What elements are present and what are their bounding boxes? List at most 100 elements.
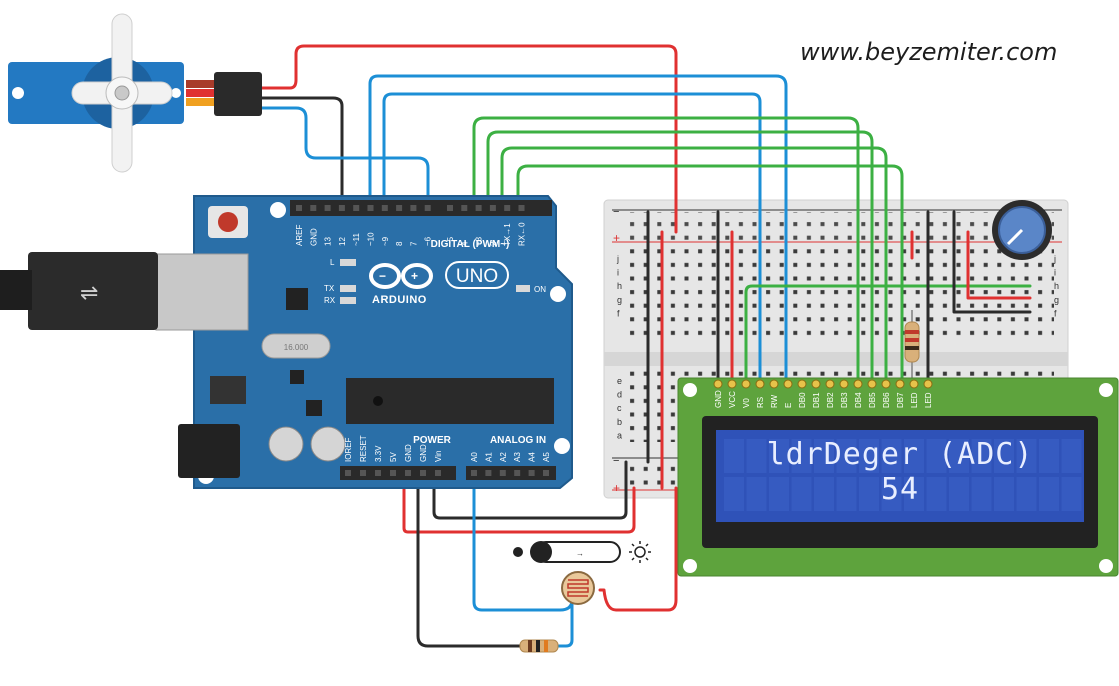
lcd-char-cell bbox=[949, 439, 969, 473]
rail-minus-label-bottom: − bbox=[613, 455, 619, 467]
lcd-pin bbox=[839, 379, 849, 389]
breadboard-row-letter: c bbox=[617, 403, 622, 413]
arduino-infinity-logo: − + bbox=[369, 263, 433, 289]
digital-pin-label: AREF bbox=[295, 225, 304, 246]
lcd-char-cell bbox=[904, 477, 924, 511]
led-tx-label: TX bbox=[324, 284, 335, 293]
wire-resistor-gnd bbox=[416, 472, 522, 648]
analog-pin-label: A4 bbox=[528, 452, 537, 462]
power-pin-socket[interactable] bbox=[435, 470, 441, 476]
power-pin-socket[interactable] bbox=[375, 470, 381, 476]
wire-lcd-rs bbox=[368, 74, 788, 386]
servo-horn bbox=[71, 13, 173, 173]
power-pin-socket[interactable] bbox=[345, 470, 351, 476]
power-pin-label: Vin bbox=[434, 451, 443, 462]
light-sensor-slider[interactable]: → bbox=[513, 541, 651, 563]
dc-power-jack bbox=[178, 424, 240, 478]
digital-pin-label: 13 bbox=[324, 237, 333, 246]
lcd-char-cell bbox=[814, 439, 834, 473]
usb-chip bbox=[286, 288, 308, 310]
wire-arduino-gnd bbox=[432, 460, 628, 520]
breadboard-row-letter: d bbox=[617, 390, 622, 400]
lcd-mount-hole-tl bbox=[683, 383, 697, 397]
analog-pin-socket[interactable] bbox=[528, 470, 535, 476]
svg-text:−: − bbox=[379, 269, 386, 283]
lcd-char-cell bbox=[926, 439, 947, 473]
servo-cable-brown bbox=[186, 80, 216, 88]
reset-button-cap[interactable] bbox=[218, 212, 238, 232]
analog-pin-socket[interactable] bbox=[485, 470, 492, 476]
analog-pin-socket[interactable] bbox=[499, 470, 506, 476]
potentiometer[interactable] bbox=[992, 200, 1052, 260]
analog-pin-socket[interactable] bbox=[514, 470, 521, 476]
lcd-pin-label: RW bbox=[770, 394, 779, 408]
digital-pin-label: ~11 bbox=[352, 232, 361, 246]
led-on bbox=[516, 285, 530, 292]
digital-pin-socket[interactable] bbox=[447, 205, 453, 211]
wire-lcd-db7 bbox=[516, 164, 904, 386]
led-l bbox=[340, 259, 356, 266]
digital-pin-socket[interactable] bbox=[424, 205, 431, 211]
digital-pin-socket[interactable] bbox=[338, 205, 345, 211]
digital-pin-socket[interactable] bbox=[475, 205, 482, 211]
wire-ldr-vcc bbox=[598, 486, 678, 612]
power-pin-socket[interactable] bbox=[360, 470, 366, 476]
digital-pin-socket[interactable] bbox=[410, 205, 417, 211]
dark-icon bbox=[513, 547, 523, 557]
servo-cable-orange bbox=[186, 98, 216, 106]
usb-cable bbox=[0, 270, 32, 310]
digital-pin-socket[interactable] bbox=[381, 205, 388, 211]
breadboard-row-letter: b bbox=[617, 417, 622, 427]
power-pin-label: GND bbox=[404, 444, 413, 462]
digital-pin-socket[interactable] bbox=[296, 205, 302, 211]
power-pin-socket[interactable] bbox=[420, 470, 426, 476]
power-pin-label: 3.3V bbox=[374, 445, 383, 462]
power-pin-socket[interactable] bbox=[405, 470, 411, 476]
lcd-char-cell bbox=[994, 439, 1014, 473]
wire-pot-vcc bbox=[966, 230, 1032, 300]
lcd-pin bbox=[797, 379, 807, 389]
digital-pin-socket[interactable] bbox=[310, 205, 317, 211]
digital-pin-socket[interactable] bbox=[396, 205, 403, 211]
led-tx bbox=[340, 285, 356, 292]
analog-pin-socket[interactable] bbox=[543, 470, 549, 476]
lcd-line-1: ldrDeger (ADC) bbox=[766, 437, 1034, 472]
rail-plus-label-bottom: + bbox=[613, 481, 620, 495]
arduino-brand-label: ARDUINO bbox=[372, 294, 427, 306]
digital-pin-socket[interactable] bbox=[461, 205, 468, 211]
led-on-label: ON bbox=[534, 285, 546, 294]
power-header-label: POWER bbox=[413, 435, 452, 446]
digital-pin-label: ~10 bbox=[367, 232, 376, 246]
chip-notch bbox=[373, 396, 383, 406]
digital-pin-socket[interactable] bbox=[518, 205, 525, 211]
digital-pin-socket[interactable] bbox=[489, 205, 496, 211]
digital-pin-socket[interactable] bbox=[324, 205, 331, 211]
digital-pin-socket[interactable] bbox=[367, 205, 374, 211]
analog-header-label: ANALOG IN bbox=[490, 435, 546, 446]
digital-pin-label: 2 bbox=[489, 241, 498, 246]
power-pin-label: GND bbox=[419, 444, 428, 462]
svg-text:+: + bbox=[411, 269, 418, 283]
lcd-char-cell bbox=[1039, 477, 1059, 511]
breadboard-row-letter: h bbox=[617, 281, 622, 291]
analog-pin-socket[interactable] bbox=[471, 470, 477, 476]
lcd-pin bbox=[783, 379, 793, 389]
capacitor-right bbox=[310, 426, 346, 462]
digital-pin-socket[interactable] bbox=[504, 205, 511, 211]
lcd-char-cell bbox=[881, 477, 902, 511]
digital-pin-label: 4 bbox=[460, 241, 469, 246]
servo-mount-hole-left bbox=[12, 87, 24, 99]
voltage-regulator bbox=[210, 376, 246, 404]
digital-pin-label: GND bbox=[309, 228, 318, 246]
light-slider-handle[interactable] bbox=[530, 541, 552, 563]
lcd-char-cell bbox=[1016, 439, 1037, 473]
power-pin-socket[interactable] bbox=[390, 470, 396, 476]
photoresistor-ldr bbox=[561, 571, 595, 605]
small-chip bbox=[290, 370, 304, 384]
usb-icon: ⇌ bbox=[80, 280, 98, 305]
lcd-pin bbox=[741, 379, 751, 389]
digital-pin-socket[interactable] bbox=[353, 205, 360, 211]
